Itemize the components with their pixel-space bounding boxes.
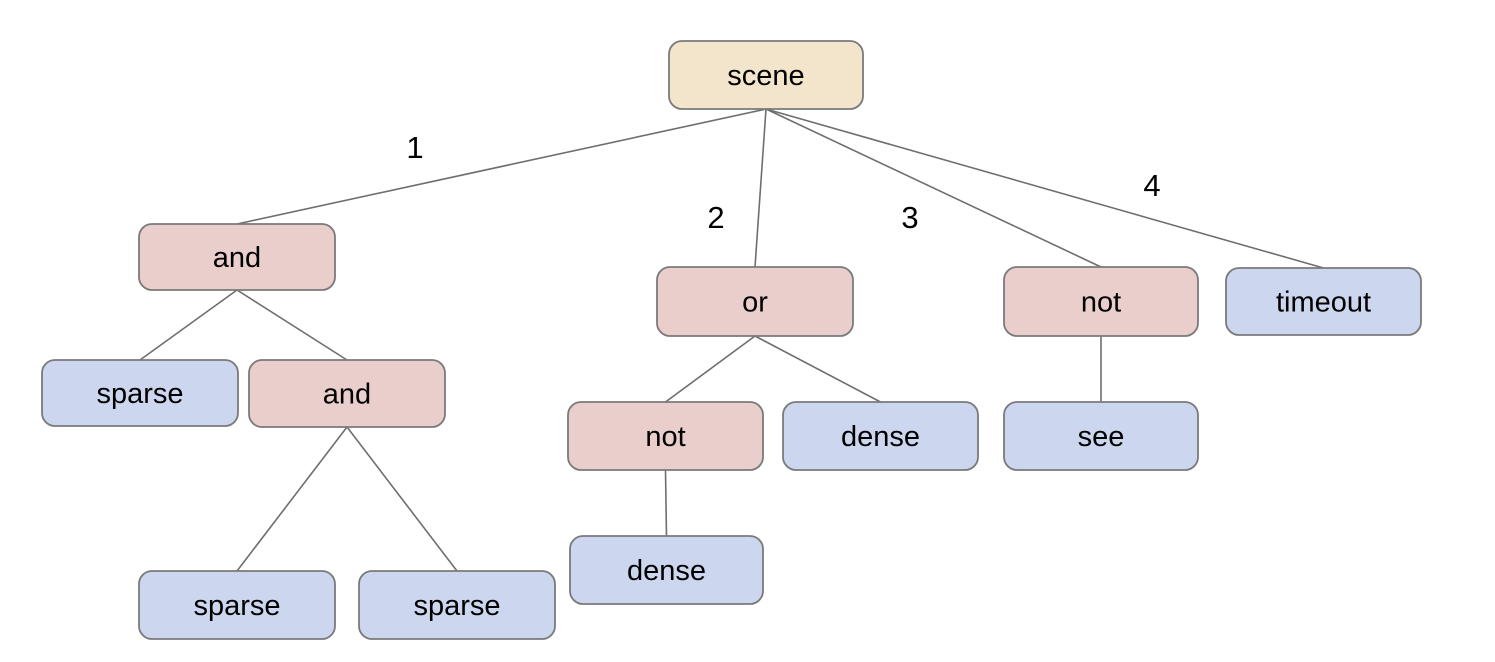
node-label-and-2: and [323, 379, 371, 411]
node-box-sparse-1 [41, 359, 239, 427]
edge-or-1-to-not-2 [665, 335, 756, 403]
edge-scene-to-or-1 [754, 108, 767, 268]
edge-and-1-to-and-2 [236, 289, 348, 361]
node-box-dense-1 [782, 401, 979, 471]
node-label-timeout-1: timeout [1276, 287, 1371, 319]
node-timeout-1: timeout [1225, 267, 1422, 336]
node-box-dense-2 [569, 535, 764, 605]
node-label-or-1: or [742, 287, 768, 319]
node-box-not-1 [1003, 266, 1199, 337]
node-box-or-1 [656, 266, 854, 337]
node-box-sparse-3 [358, 570, 556, 640]
node-label-not-2: not [645, 421, 685, 453]
node-label-not-1: not [1081, 287, 1121, 319]
node-label-see-1: see [1078, 421, 1125, 453]
node-box-see-1 [1003, 401, 1199, 471]
node-box-and-2 [248, 359, 446, 428]
node-not-1: not [1003, 266, 1199, 337]
edges-layer [139, 108, 1324, 572]
node-see-1: see [1003, 401, 1199, 471]
edge-and-2-to-sparse-3 [346, 426, 458, 572]
nodes-layer: scene and or not timeout sparse and not dense see… [41, 40, 1422, 640]
node-or-1: or [656, 266, 854, 337]
edge-label-4: 4 [1143, 168, 1160, 203]
edge-and-2-to-sparse-2 [236, 426, 348, 572]
edge-and-1-to-sparse-1 [139, 289, 238, 361]
edge-or-1-to-dense-1 [754, 335, 881, 403]
node-box-scene [668, 40, 864, 110]
node-and-2: and [248, 359, 446, 428]
edge-label-1: 1 [406, 130, 423, 165]
node-label-dense-2: dense [627, 555, 706, 587]
node-dense-1: dense [782, 401, 979, 471]
node-label-sparse-2: sparse [193, 590, 280, 622]
node-box-and-1 [138, 223, 336, 291]
node-label-scene: scene [727, 60, 804, 92]
edge-scene-to-not-1 [765, 108, 1102, 268]
node-not-2: not [567, 401, 764, 471]
node-and-1: and [138, 223, 336, 291]
node-box-timeout-1 [1225, 267, 1422, 336]
edge-label-2: 2 [707, 200, 724, 235]
edge-not-2-to-dense-2 [664, 469, 668, 537]
edge-scene-to-timeout-1 [765, 108, 1324, 269]
edge-label-3: 3 [901, 200, 918, 235]
node-scene: scene [668, 40, 864, 110]
node-label-and-1: and [213, 242, 261, 274]
edge-scene-to-and-1 [236, 108, 767, 225]
node-label-sparse-3: sparse [413, 590, 500, 622]
edge-labels-layer: 1 2 3 4 [406, 130, 1160, 235]
node-box-sparse-2 [138, 570, 336, 640]
node-box-not-2 [567, 401, 764, 471]
node-sparse-1: sparse [41, 359, 239, 427]
node-dense-2: dense [569, 535, 764, 605]
node-label-sparse-1: sparse [96, 378, 183, 410]
node-sparse-3: sparse [358, 570, 556, 640]
node-label-dense-1: dense [841, 421, 920, 453]
node-sparse-2: sparse [138, 570, 336, 640]
